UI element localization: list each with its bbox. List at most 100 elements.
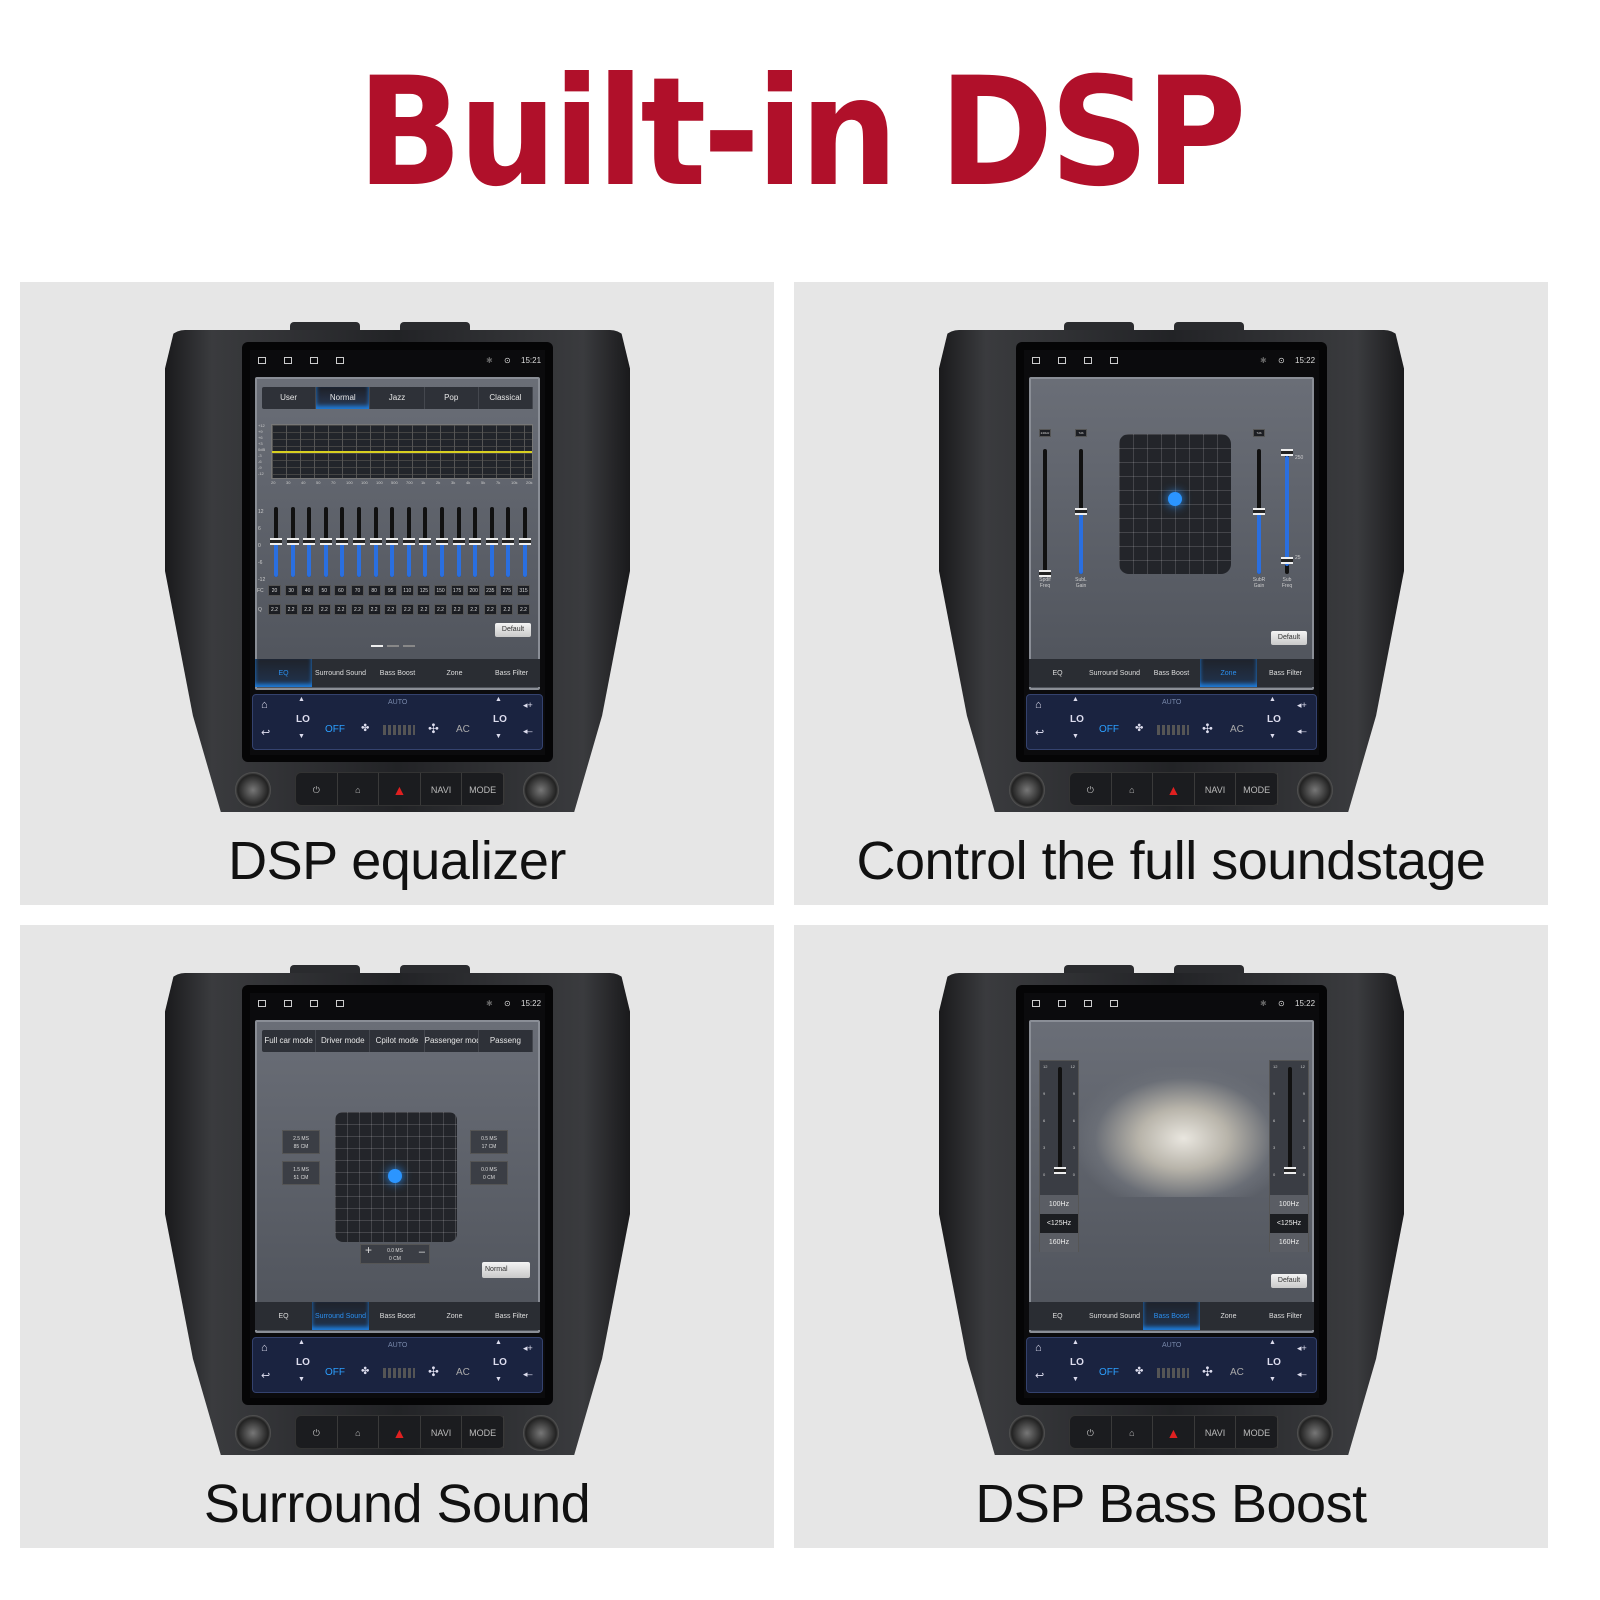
- bass-slider-thumb[interactable]: [1284, 1167, 1296, 1174]
- preset-tab[interactable]: Pop: [425, 387, 479, 409]
- hazard-icon[interactable]: ▲: [379, 1416, 421, 1448]
- fan-off[interactable]: OFF: [1099, 724, 1119, 735]
- zone-slider[interactable]: [1075, 449, 1087, 574]
- ac-button[interactable]: AC: [1230, 724, 1244, 735]
- q-value[interactable]: 2.2: [400, 604, 414, 615]
- q-value[interactable]: 2.2: [367, 604, 381, 615]
- tab-zone[interactable]: Zone: [1220, 1312, 1237, 1320]
- back-icon[interactable]: ↩: [261, 727, 271, 739]
- q-value[interactable]: 2.2: [450, 604, 464, 615]
- q-value[interactable]: 2.2: [301, 604, 315, 615]
- fc-value[interactable]: 30: [284, 585, 298, 596]
- fc-value[interactable]: 40: [301, 585, 315, 596]
- right-knob[interactable]: [1297, 772, 1333, 808]
- tab-surround-sound[interactable]: Surround Sound: [1089, 669, 1140, 677]
- q-value[interactable]: 2.2: [434, 604, 447, 615]
- preset-tab[interactable]: User: [262, 387, 317, 409]
- volume-down-icon[interactable]: ◂–: [1297, 1369, 1307, 1379]
- q-value[interactable]: 2.2: [334, 604, 348, 615]
- auto-label[interactable]: AUTO: [1162, 1342, 1182, 1349]
- mode-key[interactable]: MODE: [1236, 1416, 1278, 1448]
- tab-eq[interactable]: EQ: [255, 659, 312, 687]
- eq-slider-thumb[interactable]: [270, 538, 282, 545]
- eq-slider[interactable]: [319, 507, 332, 577]
- eq-slider-thumb[interactable]: [452, 538, 465, 545]
- zone-slider-thumb[interactable]: [1281, 449, 1293, 456]
- fan-off[interactable]: OFF: [325, 1367, 345, 1378]
- eq-slider[interactable]: [336, 507, 349, 577]
- navi-key[interactable]: NAVI: [421, 1416, 463, 1448]
- q-value[interactable]: 2.2: [500, 604, 514, 615]
- zone-slider[interactable]: [1039, 449, 1051, 577]
- fc-value[interactable]: 110: [400, 585, 414, 596]
- fan-speed-bars[interactable]: [383, 725, 415, 735]
- zone-slider[interactable]: [1253, 449, 1265, 574]
- eq-slider-thumb[interactable]: [485, 538, 498, 545]
- home-icon[interactable]: ⌂: [1035, 1342, 1042, 1354]
- eq-slider-thumb[interactable]: [386, 538, 399, 545]
- tab-eq[interactable]: EQ: [278, 1312, 289, 1320]
- surround-mode-tab[interactable]: Full car mode: [262, 1030, 317, 1052]
- tab-zone[interactable]: Zone: [446, 669, 463, 677]
- hazard-icon[interactable]: ▲: [379, 773, 421, 805]
- eq-slider[interactable]: [419, 507, 432, 577]
- eq-slider[interactable]: [369, 507, 382, 577]
- mode-key[interactable]: MODE: [1236, 773, 1278, 805]
- fc-value[interactable]: 235: [483, 585, 497, 596]
- eq-slider[interactable]: [286, 507, 299, 577]
- fc-value[interactable]: 70: [351, 585, 364, 596]
- zone-slider-thumb[interactable]: [1039, 570, 1051, 577]
- freq-option[interactable]: 160Hz: [1040, 1233, 1078, 1252]
- eq-slider-thumb[interactable]: [519, 538, 531, 545]
- volume-up-icon[interactable]: ◂+: [1297, 1343, 1307, 1353]
- volume-up-icon[interactable]: ◂+: [523, 1343, 533, 1353]
- fan-off[interactable]: OFF: [1099, 1367, 1119, 1378]
- back-icon[interactable]: ↩: [1035, 1370, 1045, 1382]
- eq-slider[interactable]: [519, 507, 531, 577]
- navi-key[interactable]: NAVI: [1195, 1416, 1237, 1448]
- temp-up-left-icon[interactable]: ▲: [1072, 696, 1079, 703]
- tab-surround-sound[interactable]: Surround Sound: [315, 669, 366, 677]
- volume-down-icon[interactable]: ◂–: [523, 1369, 533, 1379]
- tab-bass-filter[interactable]: Bass Filter: [494, 669, 529, 677]
- right-knob[interactable]: [523, 772, 559, 808]
- home-key-icon[interactable]: ⌂: [1112, 773, 1154, 805]
- hazard-icon[interactable]: ▲: [1153, 773, 1195, 805]
- tab-bass-filter[interactable]: Bass Filter: [494, 1312, 529, 1320]
- temp-down-right-icon[interactable]: ▼: [1269, 1376, 1276, 1383]
- preset-tab[interactable]: Normal: [316, 387, 371, 409]
- preset-tab[interactable]: Jazz: [370, 387, 425, 409]
- fc-value[interactable]: 175: [450, 585, 464, 596]
- zone-slider-thumb[interactable]: [1281, 557, 1293, 564]
- bass-boost-slider[interactable]: [1054, 1067, 1066, 1174]
- temp-up-right-icon[interactable]: ▲: [495, 696, 502, 703]
- freq-option[interactable]: 100Hz: [1270, 1195, 1308, 1214]
- eq-slider[interactable]: [452, 507, 465, 577]
- zone-slider-thumb[interactable]: [1075, 507, 1087, 515]
- temp-down-left-icon[interactable]: ▼: [298, 1376, 305, 1383]
- fc-value[interactable]: 125: [417, 585, 431, 596]
- minus-icon[interactable]: –: [418, 1246, 425, 1258]
- surround-mode-tab[interactable]: Passenger mode1: [425, 1030, 479, 1052]
- eq-slider-thumb[interactable]: [319, 538, 332, 545]
- temp-down-left-icon[interactable]: ▼: [1072, 1376, 1079, 1383]
- eq-slider-thumb[interactable]: [402, 538, 415, 545]
- power-icon[interactable]: ⏻: [296, 1416, 338, 1448]
- eq-slider-thumb[interactable]: [286, 538, 299, 545]
- auto-label[interactable]: AUTO: [388, 1342, 408, 1349]
- tab-bass-boost[interactable]: Bass Boost: [379, 669, 416, 677]
- home-key-icon[interactable]: ⌂: [1112, 1416, 1154, 1448]
- page-dot[interactable]: [387, 645, 399, 647]
- temp-down-left-icon[interactable]: ▼: [298, 733, 305, 740]
- default-button[interactable]: Default: [1271, 1274, 1307, 1288]
- mode-key[interactable]: MODE: [462, 773, 504, 805]
- fc-value[interactable]: 20: [268, 585, 281, 596]
- tab-surround-sound[interactable]: Surround Sound: [1089, 1312, 1140, 1320]
- q-value[interactable]: 2.2: [284, 604, 298, 615]
- home-icon[interactable]: ⌂: [261, 699, 268, 711]
- tab-bass-boost[interactable]: Bass Boost: [1153, 669, 1190, 677]
- eq-slider[interactable]: [502, 507, 515, 577]
